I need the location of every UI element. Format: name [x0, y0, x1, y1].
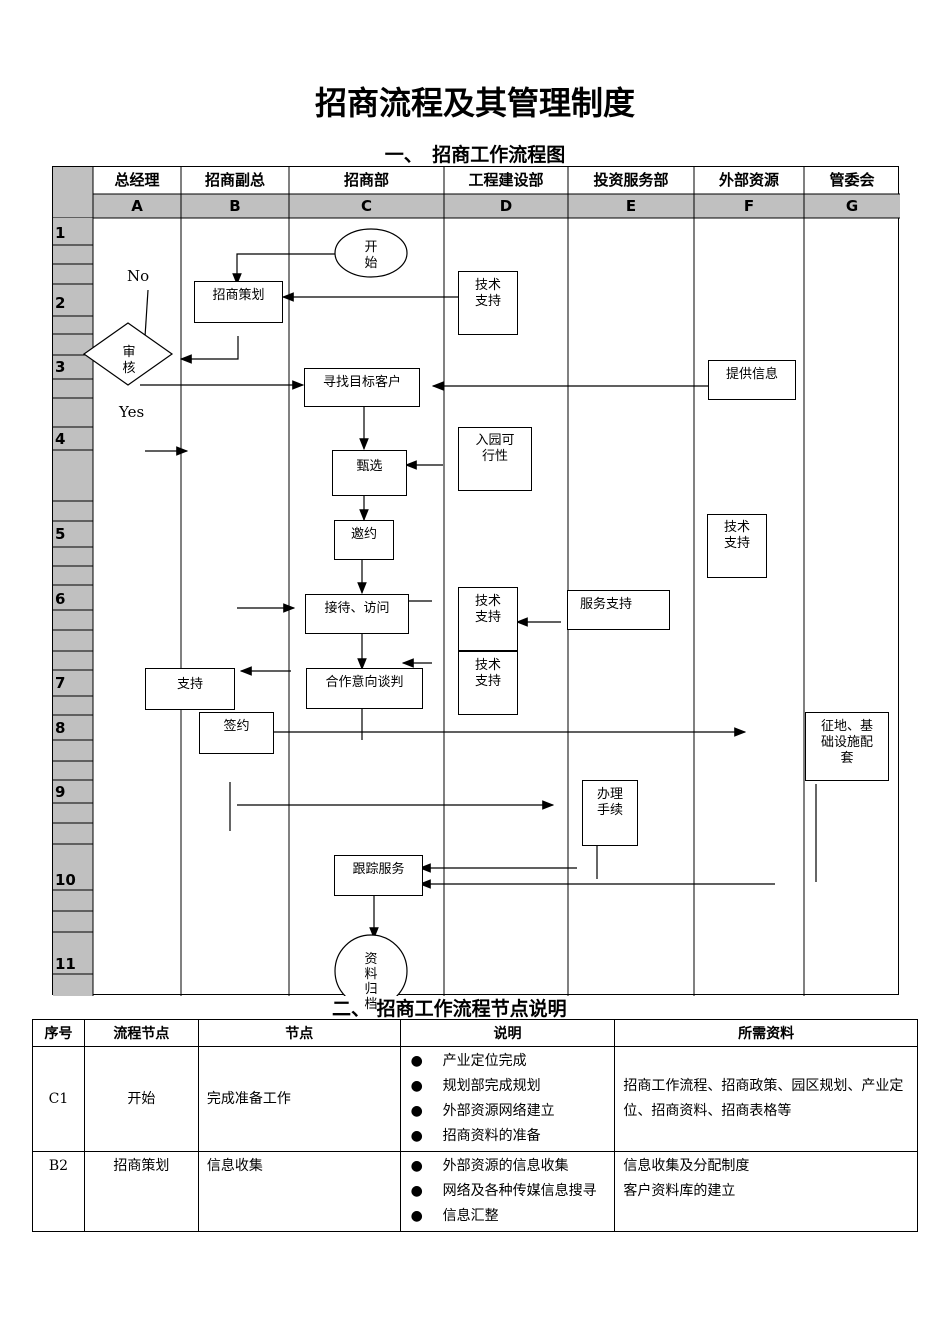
col-letter-c: C: [360, 197, 372, 215]
col-letter-f: F: [743, 197, 755, 215]
desc-item: 外部资源网络建立: [442, 1103, 555, 1119]
dept-header-d: 工程建设部: [468, 171, 544, 189]
dept-header-f: 外部资源: [718, 171, 779, 189]
col-letter-d: D: [499, 197, 513, 215]
review-node: 审 核: [122, 345, 136, 376]
row-number-7: 7: [55, 674, 66, 692]
desc-item: 规划部完成规划: [442, 1078, 541, 1094]
row-number-9: 9: [55, 783, 66, 801]
col-letter-g: G: [845, 197, 859, 215]
find-customer-node: 寻找目标客户: [304, 368, 420, 407]
tech-support-node-2: 技术 支持: [707, 514, 767, 578]
row-number-6: 6: [55, 590, 66, 608]
page-title: 招商流程及其管理制度: [314, 84, 635, 122]
row-no: B2: [32, 1151, 85, 1232]
tech-support-node-3: 技术 支持: [458, 587, 518, 651]
row-number-8: 8: [55, 719, 66, 737]
row-point: 信息收集: [197, 1151, 401, 1232]
support-node: 支持: [145, 668, 235, 710]
sign-node: 签约: [199, 712, 274, 754]
procedures-node: 办理 手续: [582, 780, 638, 846]
table-row: B2 招商策划 信息收集 ●外部资源的信息收集 ●网络及各种传媒信息搜寻 ●信息…: [32, 1151, 918, 1232]
invite-node: 邀约: [334, 520, 394, 560]
dept-header-e: 投资服务部: [593, 171, 669, 189]
flowchart-lines: [53, 167, 900, 996]
col-letter-b: B: [229, 197, 241, 215]
row-no: C1: [32, 1046, 85, 1152]
yes-label: Yes: [119, 403, 145, 421]
header-materials: 所需资料: [614, 1019, 918, 1047]
track-service-node: 跟踪服务: [334, 855, 423, 896]
row-desc: ●产业定位完成 ●规划部完成规划 ●外部资源网络建立 ●招商资料的准备: [399, 1046, 616, 1152]
plan-node: 招商策划: [194, 281, 283, 323]
row-number-1: 1: [55, 224, 66, 242]
col-letter-e: E: [625, 197, 637, 215]
provide-info-node: 提供信息: [708, 360, 796, 400]
service-support-node: 服务支持: [567, 590, 670, 630]
screen-node: 甄选: [332, 450, 407, 496]
tech-support-node-4: 技术 支持: [458, 651, 518, 715]
row-number-5: 5: [55, 525, 66, 543]
col-letter-a: A: [131, 197, 143, 215]
desc-item: 外部资源的信息收集: [442, 1158, 569, 1174]
dept-header-g: 管委会: [829, 171, 875, 189]
header-point: 节点: [197, 1019, 401, 1047]
row-number-3: 3: [55, 358, 66, 376]
desc-item: 信息汇整: [442, 1208, 499, 1224]
desc-item: 网络及各种传媒信息搜寻: [442, 1183, 597, 1199]
table-header-row: 序号 流程节点 节点 说明 所需资料: [32, 1019, 918, 1047]
section-heading-flowchart: 一、 招商工作流程图: [384, 144, 566, 166]
desc-item: 招商资料的准备: [442, 1128, 541, 1144]
row-number-11: 11: [55, 955, 76, 973]
feasibility-node: 入园可 行性: [458, 427, 532, 491]
start-node: 开 始: [364, 240, 378, 271]
reception-node: 接待、访问: [305, 594, 409, 634]
dept-header-a: 总经理: [114, 171, 160, 189]
desc-item: 产业定位完成: [442, 1053, 527, 1069]
land-infrastructure-node: 征地、基 础设施配 套: [805, 712, 889, 781]
negotiate-node: 合作意向谈判: [306, 668, 423, 709]
row-number-10: 10: [55, 871, 76, 889]
row-point: 完成准备工作: [197, 1046, 401, 1152]
flowchart-grid: 总经理 招商副总 招商部 工程建设部 投资服务部 外部资源 管委会 A B C …: [52, 166, 900, 1012]
section-heading-nodes: 二、 招商工作流程节点说明: [332, 998, 567, 1020]
node-description-table: 序号 流程节点 节点 说明 所需资料 C1 开始 完成准备工作 ●产业定位完成 …: [32, 1019, 918, 1232]
row-number-2: 2: [55, 294, 66, 312]
row-flow-node: 招商策划: [83, 1151, 199, 1232]
row-flow-node: 开始: [83, 1046, 199, 1152]
dept-header-c: 招商部: [343, 171, 389, 189]
row-materials: 信息收集及分配制度 客户资料库的建立: [614, 1151, 918, 1232]
row-number-4: 4: [55, 430, 66, 448]
header-desc: 说明: [399, 1019, 616, 1047]
header-no: 序号: [32, 1019, 85, 1047]
header-flow-node: 流程节点: [83, 1019, 199, 1047]
row-desc: ●外部资源的信息收集 ●网络及各种传媒信息搜寻 ●信息汇整: [399, 1151, 616, 1232]
tech-support-node-1: 技术 支持: [458, 271, 518, 335]
archive-node: 资 料 归 档: [364, 952, 378, 1012]
row-materials: 招商工作流程、招商政策、园区规划、产业定位、招商资料、招商表格等: [614, 1046, 918, 1152]
table-row: C1 开始 完成准备工作 ●产业定位完成 ●规划部完成规划 ●外部资源网络建立 …: [32, 1046, 918, 1152]
no-label: No: [127, 267, 150, 285]
dept-header-b: 招商副总: [204, 171, 265, 189]
